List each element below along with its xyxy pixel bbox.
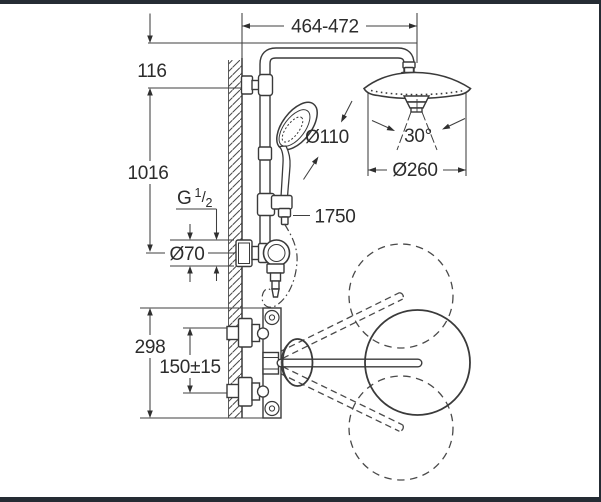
dimension-hand-shower-diameter: Ø110 — [303, 100, 353, 180]
label-hand-shower-diameter: Ø110 — [305, 127, 349, 148]
wall-section — [228, 58, 243, 418]
fitting-escutcheon-lower — [237, 376, 253, 407]
label-depth: 298 — [135, 337, 166, 358]
head-position-lower-dashed — [348, 375, 454, 481]
bracket-clamp — [257, 73, 274, 97]
valve-outlet-tube — [271, 280, 280, 290]
head-position-upper-dashed — [348, 243, 454, 349]
hose-nipple — [280, 216, 289, 226]
head-hub-upper — [402, 95, 431, 103]
frame-bar-right — [599, 0, 601, 502]
body-end-upper-dot — [268, 314, 276, 321]
rail-joint-sleeve — [257, 146, 273, 161]
label-connection-spacing: 150±15 — [159, 357, 220, 378]
plan-view: 298 150±15 — [135, 243, 471, 481]
arm-bell-inner-rim — [280, 344, 288, 381]
label-head-diameter: Ø260 — [392, 160, 437, 181]
dimension-width-range: 464-472 — [242, 17, 417, 38]
swivel-arm-upper-dashed — [279, 292, 404, 359]
valve-outlet-body — [269, 272, 282, 282]
body-end-lower-dot — [268, 405, 276, 412]
dimension-116-1016: 116 1016 — [127, 13, 169, 252]
front-view: 464-472 116 1016 — [127, 13, 472, 308]
fitting-bolt-lower — [226, 383, 240, 399]
valve-escutcheon-inner — [238, 242, 250, 264]
label-width-range: 464-472 — [291, 17, 359, 38]
label-spray-angle: 30° — [404, 126, 432, 147]
valve-outlet-fitting — [266, 263, 285, 274]
swivel-positions — [279, 243, 454, 481]
supply-fitting-upper — [226, 317, 270, 348]
valve-outlet-tip — [271, 288, 280, 298]
wall-hatch — [228, 60, 242, 418]
supply-fitting-lower — [226, 376, 270, 407]
riser-rail — [257, 47, 415, 244]
fitting-bolt-upper — [226, 325, 240, 341]
label-top-offset: 116 — [137, 61, 166, 82]
bracket-escutcheon — [240, 75, 254, 95]
arm-bell-escutcheon — [281, 338, 314, 387]
spray-nozzle-band — [370, 89, 465, 96]
hand-shower-face-rim — [278, 109, 311, 147]
swivel-arm-assembly — [276, 309, 471, 416]
head-shower — [362, 61, 472, 113]
fitting-escutcheon-upper — [237, 317, 253, 348]
wall-bracket — [240, 73, 274, 97]
head-hub-tip — [410, 107, 423, 113]
dimension-spray-angle: 30° — [371, 111, 466, 151]
fitting-ring-upper — [256, 327, 270, 340]
valve-knob — [262, 239, 291, 267]
head-shower-face-profile — [362, 71, 472, 100]
riser-pipe-fill — [260, 48, 414, 244]
fitting-ring-lower — [256, 385, 270, 398]
label-hose-length: 1750 — [314, 207, 355, 228]
slider-holder — [256, 192, 293, 226]
hose-connector — [277, 207, 292, 218]
head-hub-lower — [405, 101, 428, 109]
frame-bar-bottom — [0, 497, 601, 502]
head-shower-plan-circle — [364, 309, 471, 416]
dimension-head-diameter: Ø260 — [367, 93, 467, 181]
dimension-hose-length: 1750 — [293, 207, 356, 228]
hand-shower-spray-face — [281, 116, 304, 143]
shower-hose — [261, 223, 298, 308]
hand-shower — [276, 101, 318, 199]
body-end-lower — [264, 400, 280, 417]
body-end-upper — [264, 309, 280, 326]
reference-lines — [146, 13, 418, 254]
swivel-arm-lower-dashed — [279, 366, 404, 432]
dimension-connection-spacing: 150±15 — [159, 327, 233, 394]
label-riser-height: 1016 — [127, 163, 168, 184]
valve-knob-inner — [267, 244, 286, 262]
thermostat-valve — [235, 239, 291, 298]
arm-socket — [262, 351, 280, 375]
dimension-escutcheon-diameter: Ø70 — [169, 209, 234, 282]
hand-shower-handle — [278, 145, 291, 199]
label-escutcheon-diameter: Ø70 — [169, 244, 204, 265]
dimension-depth: 298 — [135, 308, 166, 418]
frame-bar-top — [0, 0, 601, 4]
handle-cradle — [270, 194, 293, 210]
